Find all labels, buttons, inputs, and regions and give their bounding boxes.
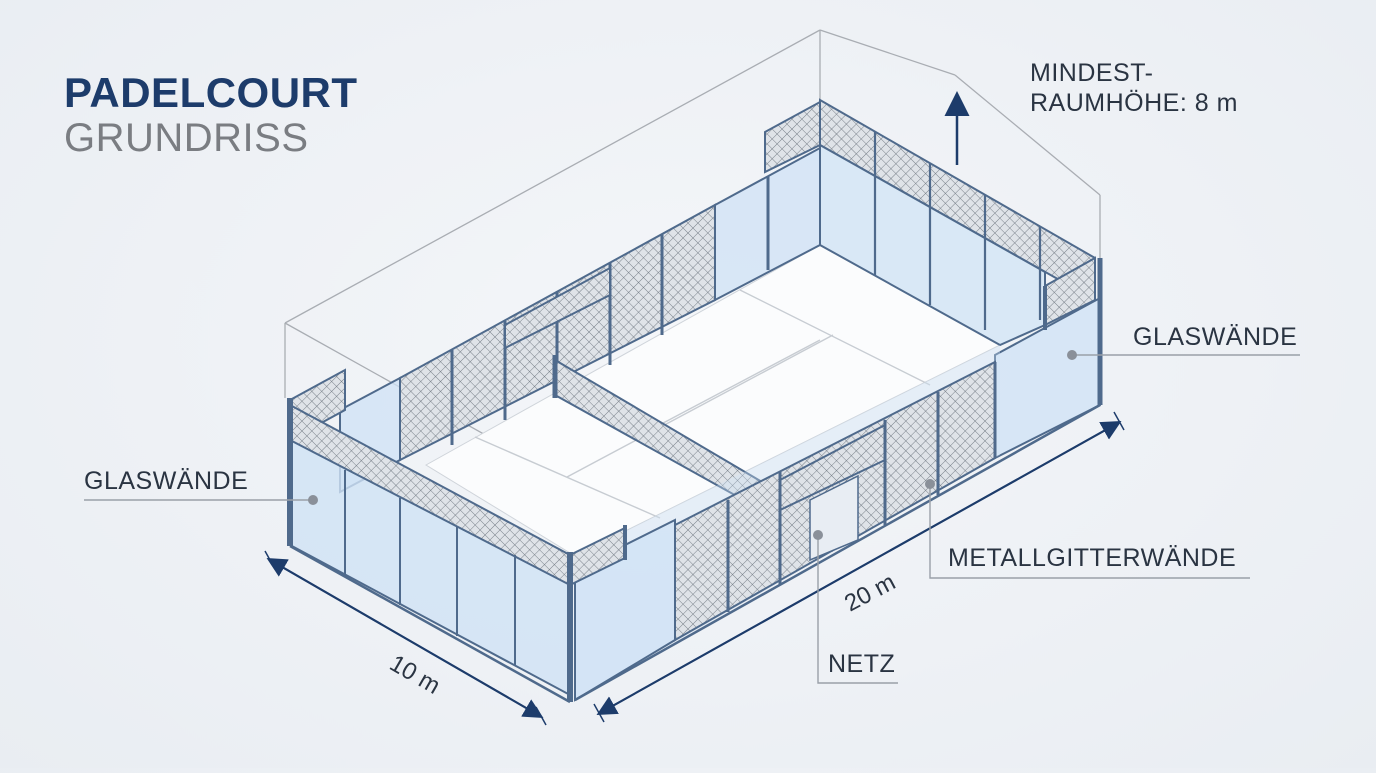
net-label: NETZ <box>828 650 896 678</box>
room-height-label: MINDEST- RAUMHÖHE: 8 m <box>1030 58 1238 118</box>
dimension-width-label: 10 m <box>385 650 445 700</box>
glass-walls-right-label: GLASWÄNDE <box>1133 323 1298 351</box>
front-long-wall <box>574 345 1101 702</box>
glass-walls-left-label: GLASWÄNDE <box>84 467 249 495</box>
room-height-line-2: RAUMHÖHE: 8 m <box>1030 89 1238 117</box>
room-height-line-1: MINDEST- <box>1030 59 1154 87</box>
left-end-wall <box>287 368 627 704</box>
dimension-length-label: 20 m <box>840 568 900 617</box>
leader-lines <box>84 354 1300 684</box>
dimension-length <box>593 411 1125 723</box>
metal-mesh-walls-label: METALLGITTERWÄNDE <box>948 544 1237 572</box>
diagram-subtitle: GRUNDRISS <box>64 116 309 160</box>
court-lines <box>474 289 931 519</box>
back-right-wall <box>764 98 1096 347</box>
leader-dots <box>308 350 1077 540</box>
dimension-width <box>264 550 547 726</box>
diagram-title: PADELCOURT <box>64 69 358 116</box>
